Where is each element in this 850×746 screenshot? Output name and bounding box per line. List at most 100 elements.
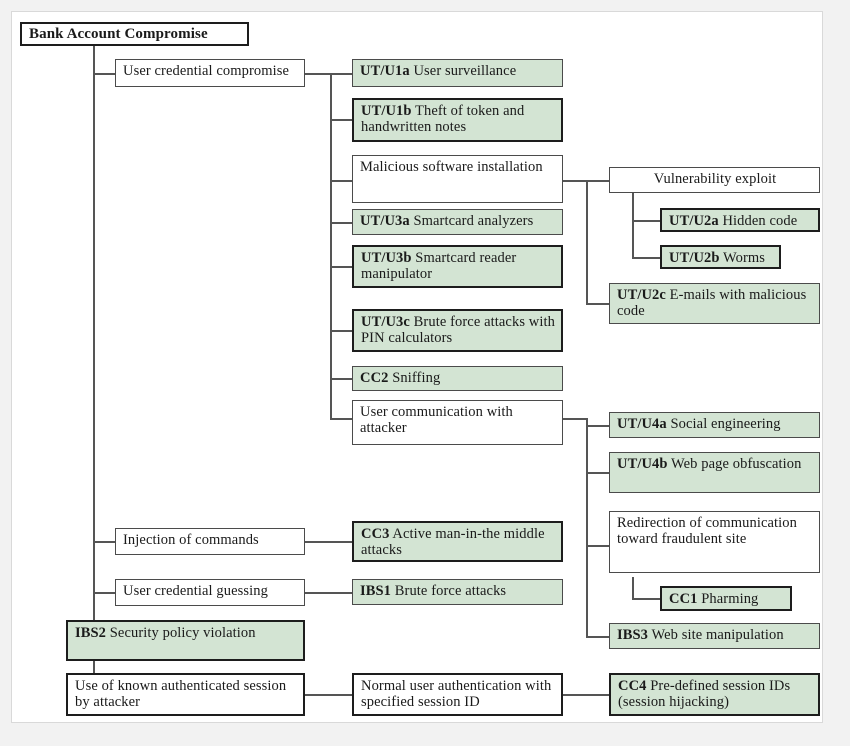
connector-normalauth-to-cc4 [563, 694, 609, 696]
connector-usercomm-to-u4a [586, 425, 609, 427]
node-known-session-label: Use of known authenticated session by at… [75, 678, 287, 711]
node-ut-u3a-label: Smartcard analyzers [409, 213, 534, 229]
node-ibs2[interactable]: IBS2 Security policy violation [66, 620, 305, 661]
node-ut-u1a-code: UT/U1a [360, 63, 410, 79]
node-ut-u2c-label: E-mails with malicious code [617, 287, 807, 320]
node-ibs3[interactable]: IBS3 Web site manipulation [609, 623, 820, 649]
connector-ucc-to-u1a [330, 73, 352, 75]
connector-guessing-to-ibs1 [305, 592, 352, 594]
connector-ucc-trunk [330, 73, 332, 418]
node-vulnerability-exploit[interactable]: Vulnerability exploit [609, 167, 820, 193]
connector-injection-to-cc3 [305, 541, 352, 543]
node-cc2-label: Sniffing [388, 370, 441, 386]
node-ibs3-code: IBS3 [617, 627, 649, 643]
node-cc2-code: CC2 [360, 370, 389, 386]
node-usercomm-label: User communication with attacker [360, 404, 513, 437]
node-ibs3-label: Web site manipulation [648, 627, 784, 643]
node-ut-u4b[interactable]: UT/U4b Web page obfuscation [609, 452, 820, 493]
node-normal-user-authentication[interactable]: Normal user authentication with specifie… [352, 673, 563, 716]
node-ibs1[interactable]: IBS1 Brute force attacks [352, 579, 563, 605]
node-ut-u2a[interactable]: UT/U2a Hidden code [660, 208, 820, 232]
node-ut-u4b-code: UT/U4b [617, 456, 668, 472]
connector-known-session-to-normalauth [305, 694, 352, 696]
connector-usercomm-to-redirect [586, 545, 609, 547]
connector-root-to-guessing [93, 592, 115, 594]
node-root[interactable]: Bank Account Compromise [20, 22, 249, 46]
node-cc1-code: CC1 [669, 591, 698, 607]
connector-ucc-to-u3a [330, 222, 352, 224]
node-ut-u2a-label: Hidden code [718, 213, 798, 229]
node-ut-u3a[interactable]: UT/U3a Smartcard analyzers [352, 209, 563, 235]
connector-ucc-to-u3c [330, 330, 352, 332]
connector-vuln-to-u2b [632, 257, 660, 259]
node-ut-u1a[interactable]: UT/U1a User surveillance [352, 59, 563, 87]
connector-redirect-to-cc1 [632, 598, 660, 600]
node-injection-label: Injection of commands [123, 532, 259, 548]
connector-vuln-trunk [632, 193, 634, 259]
connector-root-to-ucc [93, 73, 115, 75]
connector-ucc-to-usercomm [330, 418, 352, 420]
node-ut-u3c-label: Brute force attacks with PIN calculators [361, 314, 555, 347]
node-injection-of-commands[interactable]: Injection of commands [115, 528, 305, 555]
connector-usercomm-to-u4b [586, 472, 609, 474]
connector-vuln-to-u2a [632, 220, 660, 222]
connector-ucc-to-cc2 [330, 378, 352, 380]
node-ut-u2a-code: UT/U2a [669, 213, 719, 229]
connector-malware-stub [563, 180, 586, 182]
connector-malware-to-u2c [586, 303, 609, 305]
node-ut-u3b-code: UT/U3b [361, 250, 412, 266]
node-ibs1-label: Brute force attacks [391, 583, 507, 599]
node-ut-u3c-code: UT/U3c [361, 314, 410, 330]
node-ut-u1b-code: UT/U1b [361, 103, 412, 119]
node-ibs1-code: IBS1 [360, 583, 392, 599]
connector-redirect-trunk [632, 577, 634, 599]
node-redirect-label: Redirection of communication toward frau… [617, 515, 797, 548]
node-cc2[interactable]: CC2 Sniffing [352, 366, 563, 391]
node-cc4-label: Pre-defined session IDs (session hijacki… [618, 678, 791, 711]
node-cc1[interactable]: CC1 Pharming [660, 586, 792, 611]
node-cc1-label: Pharming [697, 591, 759, 607]
connector-ucc-stub [305, 73, 330, 75]
node-cc3[interactable]: CC3 Active man-in-the middle attacks [352, 521, 563, 562]
node-user-credential-compromise[interactable]: User credential compromise [115, 59, 305, 87]
connector-root-to-injection [93, 541, 115, 543]
node-use-of-known-session[interactable]: Use of known authenticated session by at… [66, 673, 305, 716]
connector-ucc-to-malware [330, 180, 352, 182]
node-user-credential-guessing[interactable]: User credential guessing [115, 579, 305, 606]
node-ut-u2b[interactable]: UT/U2b Worms [660, 245, 781, 269]
connector-root-trunk [93, 46, 95, 694]
connector-malware-to-vuln [586, 180, 609, 182]
node-redirection-of-communication[interactable]: Redirection of communication toward frau… [609, 511, 820, 573]
node-ucc-label: User credential compromise [123, 63, 290, 79]
connector-usercomm-to-ibs3 [586, 636, 609, 638]
node-ibs2-label: Security policy violation [106, 625, 256, 641]
node-cc4[interactable]: CC4 Pre-defined session IDs (session hij… [609, 673, 820, 716]
node-ut-u3b-label: Smartcard reader manipulator [361, 250, 517, 283]
node-cc3-label: Active man-in-the middle attacks [361, 526, 545, 559]
node-malicious-software-installation[interactable]: Malicious software installation [352, 155, 563, 203]
node-vuln-label: Vulnerability exploit [653, 171, 777, 187]
node-ut-u4b-label: Web page obfuscation [667, 456, 802, 472]
node-ut-u1a-label: User surveillance [409, 63, 517, 79]
node-ut-u4a-label: Social engineering [666, 416, 781, 432]
node-malware-label: Malicious software installation [360, 159, 543, 175]
node-ut-u2c[interactable]: UT/U2c E-mails with malicious code [609, 283, 820, 324]
node-ut-u3b[interactable]: UT/U3b Smartcard reader manipulator [352, 245, 563, 288]
node-ut-u1b[interactable]: UT/U1b Theft of token and handwritten no… [352, 98, 563, 142]
node-user-communication-with-attacker[interactable]: User communication with attacker [352, 400, 563, 445]
node-cc3-code: CC3 [361, 526, 390, 542]
node-root-label: Bank Account Compromise [29, 26, 208, 42]
node-guessing-label: User credential guessing [123, 583, 268, 599]
node-ut-u2c-code: UT/U2c [617, 287, 666, 303]
node-ut-u4a-code: UT/U4a [617, 416, 667, 432]
node-ut-u1b-label: Theft of token and handwritten notes [361, 103, 525, 136]
connector-malware-trunk [586, 180, 588, 304]
node-cc4-code: CC4 [618, 678, 647, 694]
node-ut-u3a-code: UT/U3a [360, 213, 410, 229]
node-ut-u2b-code: UT/U2b [669, 250, 720, 266]
node-ut-u4a[interactable]: UT/U4a Social engineering [609, 412, 820, 438]
node-ut-u2b-label: Worms [719, 250, 766, 266]
connector-ucc-to-u1b [330, 119, 352, 121]
node-ut-u3c[interactable]: UT/U3c Brute force attacks with PIN calc… [352, 309, 563, 352]
